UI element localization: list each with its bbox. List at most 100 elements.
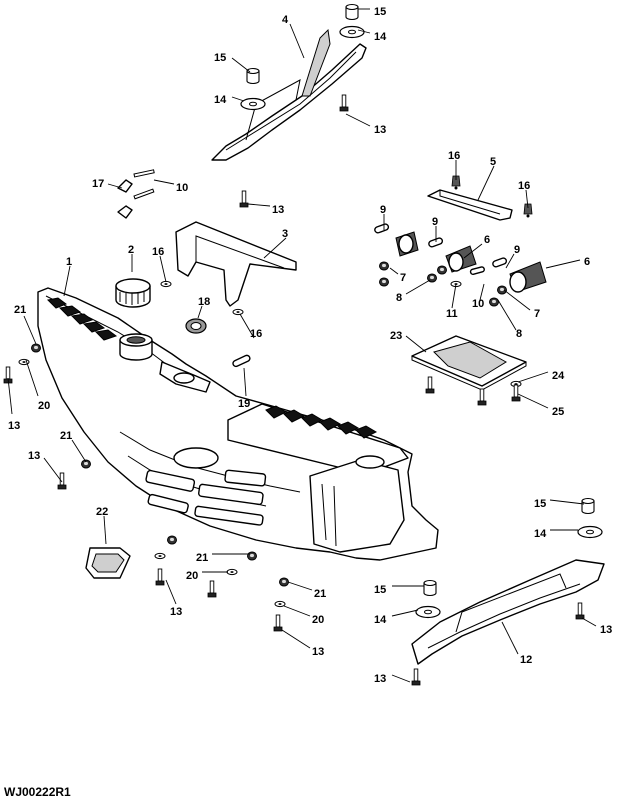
callout-label-c9b: 9 (432, 216, 438, 228)
diagram-reference-code: WJ00222R1 (4, 785, 71, 799)
callout-label-c13c: 13 (8, 420, 20, 432)
heat-shield-lower (411, 559, 605, 665)
callout-label-c14d: 14 (374, 614, 387, 626)
leader-line-c16c (159, 255, 167, 283)
leader-line-c8b (497, 299, 517, 331)
callout-label-c21a: 21 (14, 304, 26, 316)
leader-line-c25 (517, 393, 549, 409)
callout-label-c13d: 13 (28, 450, 40, 462)
callout-label-c13b: 13 (272, 204, 284, 216)
callout-label-c13h: 13 (374, 673, 386, 685)
nut-7-a (379, 261, 389, 271)
leader-line-c20c (283, 605, 311, 617)
washer-20-c (226, 568, 238, 576)
clip-16-d (232, 308, 244, 316)
callout-label-c20c: 20 (312, 614, 324, 626)
leader-line-c21b (71, 439, 87, 463)
callout-label-c17: 17 (92, 178, 104, 190)
leader-line-c3 (263, 237, 287, 259)
callout-label-c20b: 20 (186, 570, 198, 582)
leader-line-c13a (345, 113, 371, 127)
callout-label-c14a: 14 (374, 31, 387, 43)
callout-label-c1: 1 (66, 256, 72, 268)
callout-label-c12: 12 (520, 654, 532, 666)
leader-line-c24 (517, 371, 549, 383)
callout-label-c22: 22 (96, 506, 108, 518)
nut-7-c (437, 265, 447, 275)
leader-line-c7b (503, 289, 531, 311)
leader-line-c21a (23, 315, 37, 345)
callout-label-c6b: 6 (584, 256, 590, 268)
callout-label-c3: 3 (282, 228, 288, 240)
bolt-13-b (239, 190, 249, 208)
bolt-13-h (575, 602, 585, 620)
grommet-18 (185, 318, 207, 334)
callout-label-c16a: 16 (448, 150, 460, 162)
leader-line-c13e (165, 579, 177, 605)
washer-14-a (339, 25, 365, 39)
callout-label-c15c: 15 (534, 498, 546, 510)
callout-label-c16c: 16 (152, 246, 164, 258)
callout-label-c19: 19 (238, 398, 250, 410)
callout-label-c14c: 14 (534, 528, 547, 540)
callout-label-c21d: 21 (314, 588, 326, 600)
pin-19 (232, 354, 251, 368)
leader-line-c14a (357, 29, 371, 34)
leader-line-c6b (545, 259, 581, 269)
callout-label-c13e: 13 (170, 606, 182, 618)
callout-label-c8a: 8 (396, 292, 402, 304)
callout-label-c24: 24 (552, 370, 565, 382)
callout-label-c21c: 21 (196, 552, 208, 564)
callout-label-c13g: 13 (312, 646, 324, 658)
callout-label-c16b: 16 (518, 180, 530, 192)
leader-line-c16b (525, 189, 529, 209)
pin-clip-set (117, 169, 155, 219)
bracket-3 (175, 221, 297, 307)
spacer-15-d (423, 579, 437, 597)
callout-label-c15b: 15 (214, 52, 226, 64)
leader-line-c7a (389, 267, 399, 275)
lamp-assembly-right (469, 257, 547, 293)
leader-line-c13c (7, 377, 13, 415)
panel-23 (411, 335, 527, 391)
leader-line-c17 (107, 183, 123, 189)
leader-line-c11 (451, 283, 457, 309)
callout-label-c4: 4 (282, 14, 289, 26)
hood-body (37, 287, 439, 561)
heat-shield-upper (211, 28, 367, 161)
callout-label-c6a: 6 (484, 234, 490, 246)
nut-7-b (497, 285, 507, 295)
spacer-15-a (345, 3, 359, 21)
callout-label-c13f: 13 (600, 624, 612, 636)
leader-line-c13b (247, 203, 271, 207)
leader-line-c1 (63, 265, 71, 297)
leader-line-c13h (391, 674, 411, 683)
grille-openings (145, 447, 267, 526)
leader-line-c13d (43, 457, 63, 483)
leader-line-c15c (549, 499, 585, 505)
callout-label-c25: 25 (552, 406, 564, 418)
bolt-13-f (207, 580, 217, 598)
grommet-8-c (489, 297, 499, 307)
nut-21-d (247, 551, 257, 561)
leader-line-c5 (477, 165, 495, 201)
leader-line-c4 (289, 23, 305, 59)
washer-14-b (240, 97, 266, 111)
callout-label-c11: 11 (446, 308, 458, 320)
bolt-25-a (425, 376, 435, 394)
leader-line-c12 (501, 621, 519, 655)
callout-label-c5: 5 (490, 156, 496, 168)
callout-label-c13a: 13 (374, 124, 386, 136)
callout-label-c15d: 15 (374, 584, 386, 596)
callout-label-c2: 2 (128, 244, 134, 256)
fuel-neck (119, 333, 153, 361)
leader-line-c14b (231, 96, 245, 102)
bolt-25-c (511, 384, 521, 402)
clip-16-c (160, 280, 172, 288)
leader-line-c10b (479, 283, 485, 301)
nut-21-a (31, 343, 41, 353)
callout-label-c9a: 9 (380, 204, 386, 216)
hood-vents-right (265, 405, 378, 439)
